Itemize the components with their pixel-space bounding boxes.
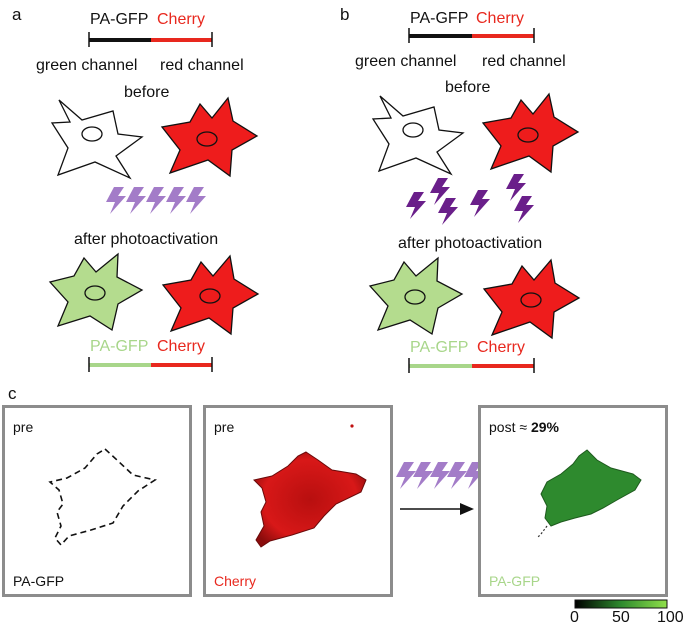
panel-b-after: after photoactivation [398, 235, 543, 252]
image3-top-label: post ≈ 29% [489, 420, 559, 434]
panel-a-after: after photoactivation [74, 231, 219, 248]
panel-b-cell-green [368, 256, 464, 336]
panel-a-red-channel: red channel [160, 57, 244, 74]
image2-bottom-label: Cherry [214, 573, 257, 589]
green-cell-image [536, 449, 642, 539]
panel-a-cell-red [160, 96, 259, 178]
panel-b-letter: b [340, 5, 350, 24]
panel-b-bar-top-pagfp: PA-GFP [410, 10, 469, 27]
panel-a-bar-top-pagfp: PA-GFP [90, 11, 149, 28]
colorbar-tick-100: 100 [657, 609, 684, 626]
panel-b-cell-white [371, 95, 465, 176]
panel-a-cell-red-after [161, 254, 260, 336]
image-post-pagfp: post ≈ 29% PA-GFP [478, 405, 668, 597]
colorbar-tick-50: 50 [612, 609, 630, 626]
panel-a-green-channel: green channel [36, 57, 138, 74]
panel-b-green-channel: green channel [355, 53, 457, 70]
image3-bottom-label: PA-GFP [489, 573, 541, 589]
cherry-cell-image [253, 424, 367, 548]
image-pre-pagfp: pre PA-GFP [2, 405, 192, 597]
image1-bottom-label: PA-GFP [13, 573, 65, 589]
panel-b-bar-bottom-pagfp: PA-GFP [410, 339, 469, 356]
image3-percent: 29% [530, 419, 559, 435]
panel-b-bar-bottom-cherry: Cherry [477, 339, 526, 356]
panel-b-bar-top-cherry: Cherry [476, 10, 525, 27]
panel-a-letter: a [12, 5, 22, 24]
panel-b-cell-red-after [482, 258, 581, 340]
image2-top-label: pre [214, 419, 235, 435]
image-pre-cherry: pre Cherry [203, 405, 393, 597]
panel-a-bar-bottom-cherry: Cherry [157, 338, 206, 355]
panel-b-cell-red [481, 92, 580, 174]
image1-top-label: pre [13, 419, 34, 435]
panel-c-letter: c [8, 384, 17, 403]
image3-top-label-prefix: post ≈ [489, 419, 531, 435]
panel-a-before: before [124, 84, 170, 101]
panel-a-cell-white [50, 99, 144, 180]
panel-b-before: before [445, 79, 491, 96]
colorbar-tick-0: 0 [570, 609, 579, 626]
panel-b-red-channel: red channel [482, 53, 566, 70]
panel-a-bar-top-cherry: Cherry [157, 11, 206, 28]
cell-outline-dashed [48, 447, 158, 547]
panel-a-cell-green [48, 252, 144, 332]
panel-a-bar-bottom-pagfp: PA-GFP [90, 338, 149, 355]
